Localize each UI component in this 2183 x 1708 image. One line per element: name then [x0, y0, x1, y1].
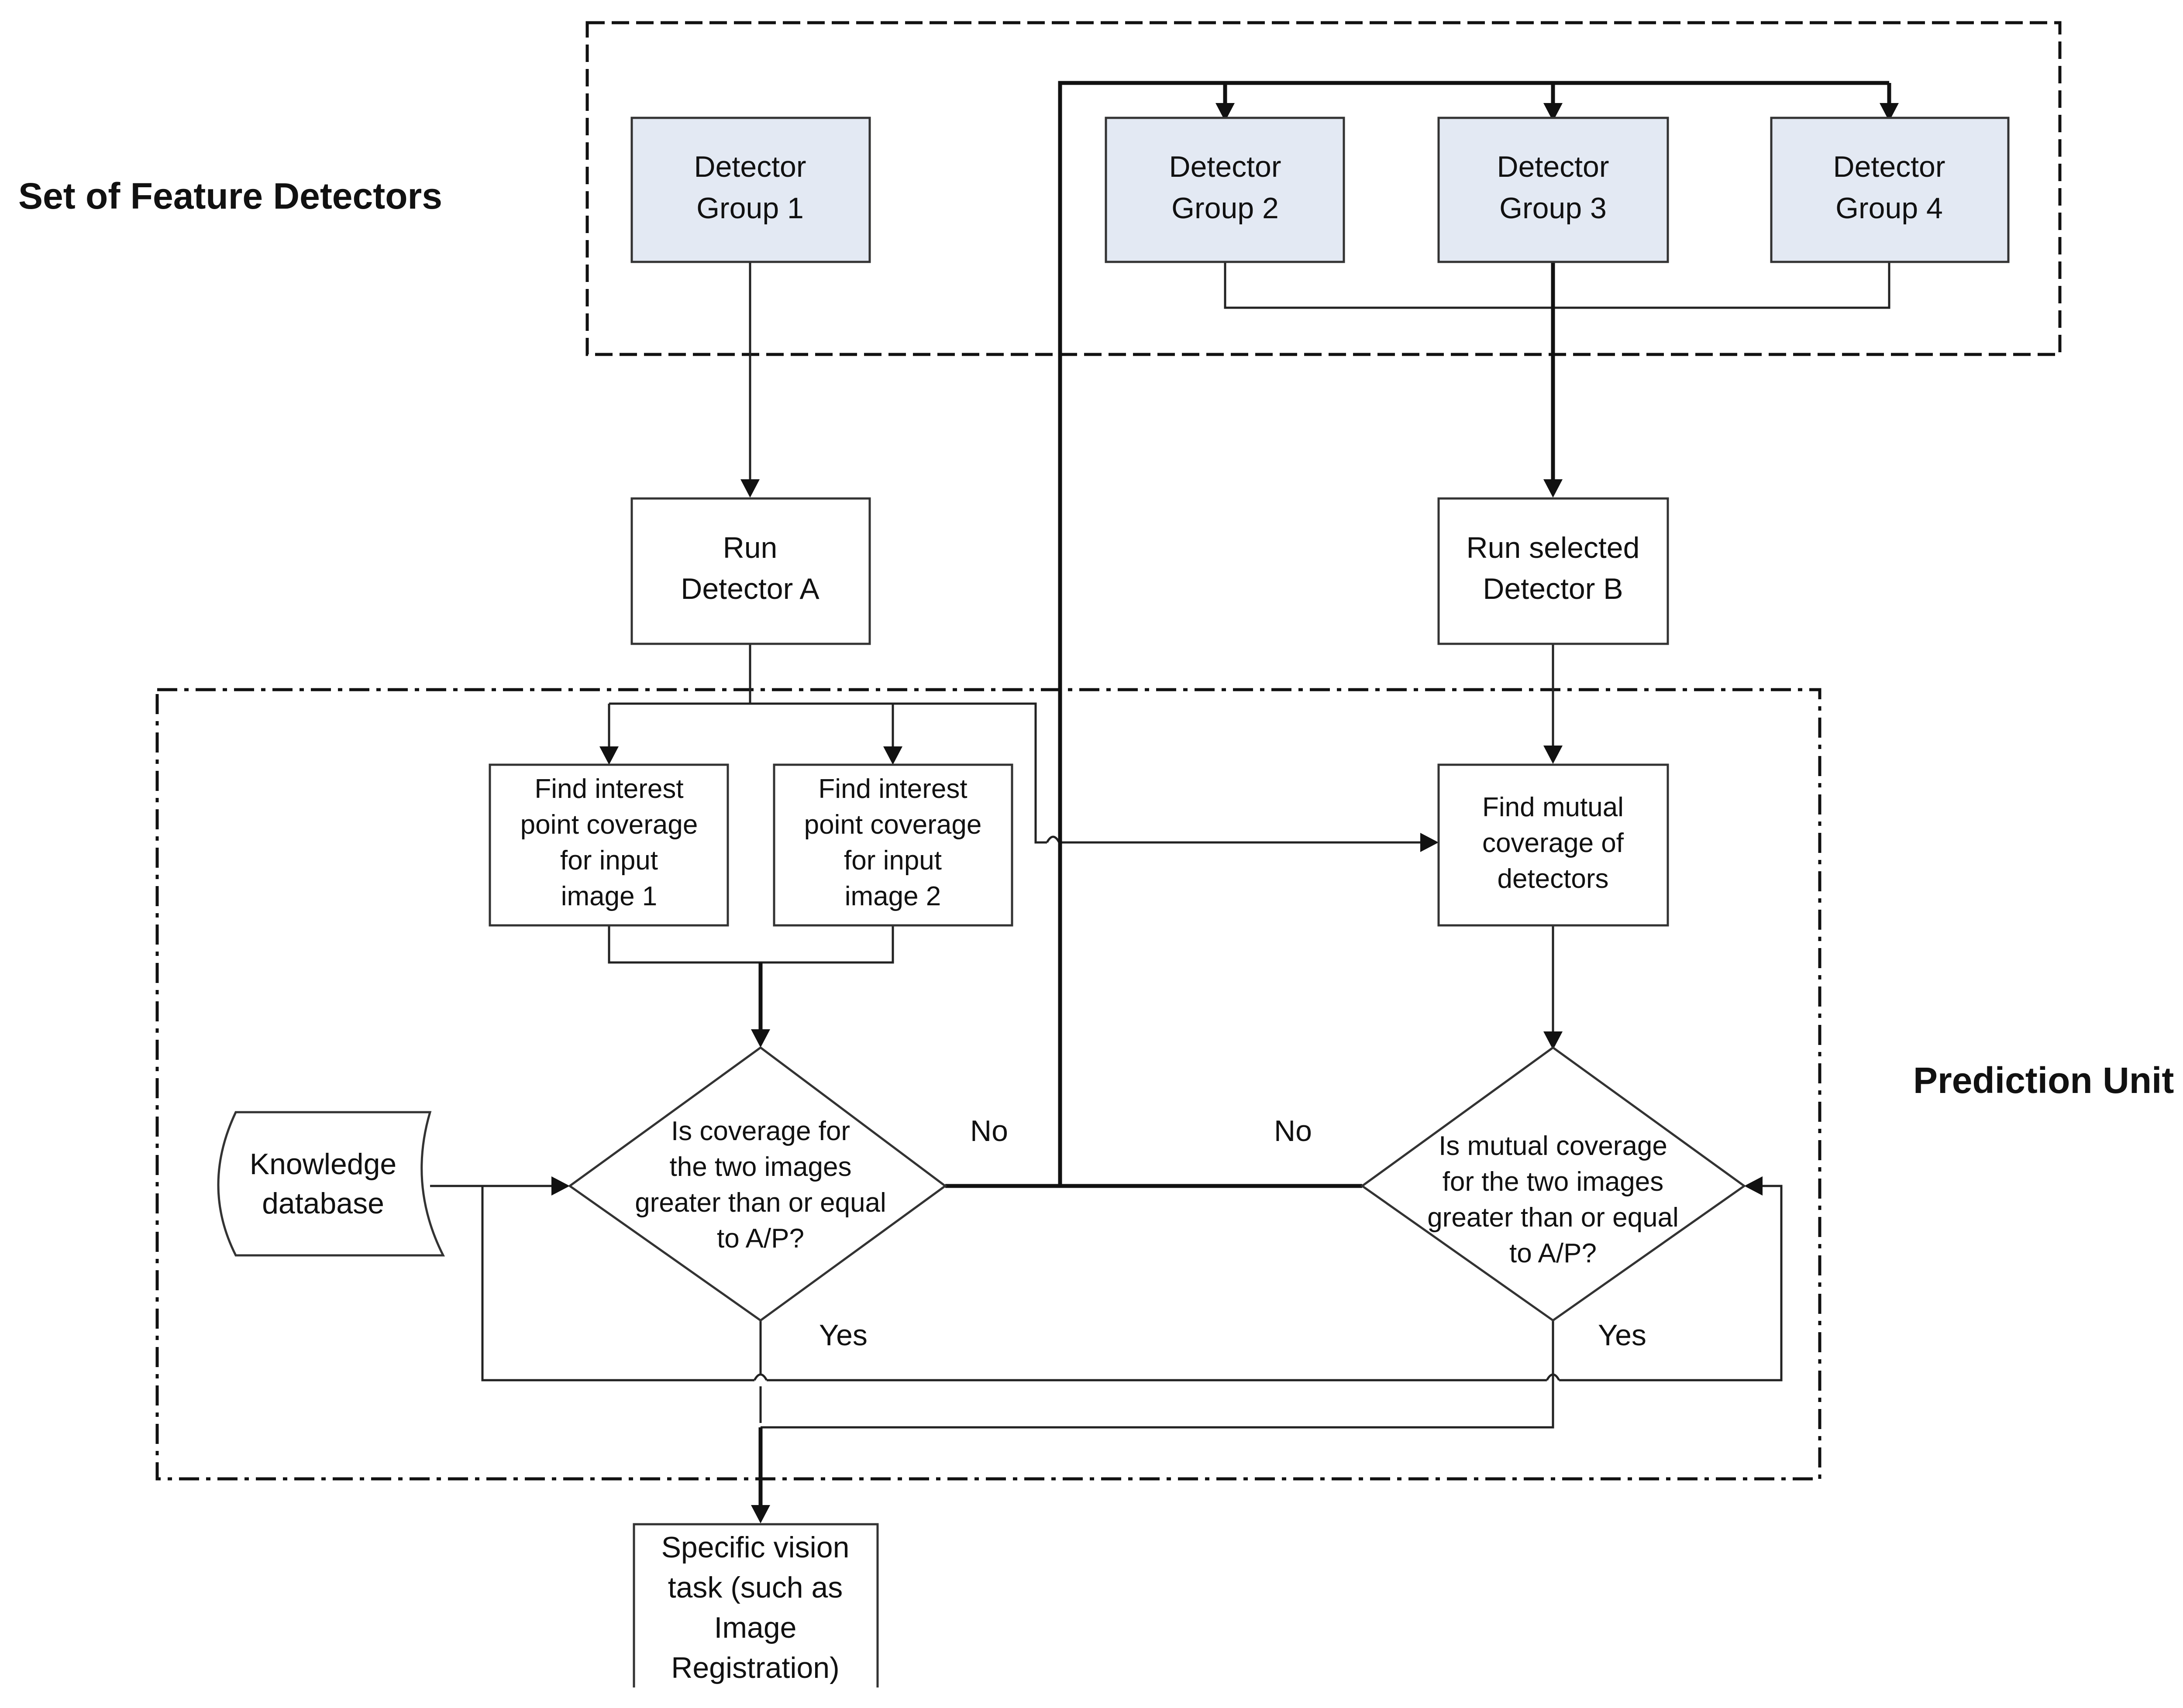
knowledge-line2: database [262, 1187, 384, 1220]
find2-line2: point coverage [804, 810, 982, 840]
detector-group-3-line1: Detector [1497, 150, 1609, 183]
mutual-line3: detectors [1497, 864, 1608, 894]
yes-label-right: Yes [1598, 1319, 1646, 1352]
mutual-line2: coverage of [1482, 828, 1624, 858]
decision-right-line4: to A/P? [1509, 1238, 1597, 1268]
find-coverage-image-2-box: Find interest point coverage for input i… [773, 763, 1013, 927]
find-mutual-coverage-box: Find mutual coverage of detectors [1437, 763, 1669, 927]
knowledge-line1: Knowledge [250, 1148, 396, 1181]
run-b-line2: Detector B [1483, 572, 1623, 605]
detector-group-3: Detector Group 3 [1437, 117, 1669, 263]
knowledge-database: Knowledge database [217, 1111, 445, 1257]
detector-group-4-line2: Group 4 [1835, 192, 1943, 225]
no-label-right: No [1274, 1114, 1312, 1148]
run-detector-b-box: Run selected Detector B [1437, 497, 1669, 645]
prediction-unit-title: Prediction Unit [1913, 1060, 2174, 1101]
detector-group-2-line1: Detector [1169, 150, 1281, 183]
prediction-unit-container [155, 688, 1821, 1481]
run-detector-a-box: Run Detector A [630, 497, 871, 645]
decision-mutual-coverage-diamond: Is mutual coverage for the two images gr… [1360, 1046, 1746, 1322]
no-label-left: No [970, 1114, 1008, 1148]
decision-right-line3: greater than or equal [1427, 1203, 1679, 1233]
yes-label-left: Yes [819, 1319, 868, 1352]
detector-group-4-line1: Detector [1833, 150, 1945, 183]
detector-group-4: Detector Group 4 [1770, 117, 2010, 263]
decision-left-line2: the two images [670, 1152, 852, 1182]
output-line2: task (such as [668, 1571, 843, 1604]
detector-group-1-line1: Detector [694, 150, 806, 183]
decision-right-line1: Is mutual coverage [1439, 1131, 1667, 1161]
thick-connectors [751, 81, 1899, 1523]
set-of-feature-detectors-title: Set of Feature Detectors [18, 175, 442, 217]
find-coverage-image-1-box: Find interest point coverage for input i… [489, 763, 729, 927]
output-line1: Specific vision [661, 1531, 850, 1564]
find1-line2: point coverage [520, 810, 698, 840]
find1-line4: image 1 [561, 881, 658, 911]
detector-group-1: Detector Group 1 [630, 117, 871, 263]
decision-right-line2: for the two images [1443, 1167, 1664, 1197]
find2-line3: for input [844, 845, 942, 876]
detector-group-2: Detector Group 2 [1105, 117, 1345, 263]
find2-line4: image 2 [845, 881, 941, 911]
decision-left-line1: Is coverage for [671, 1116, 850, 1146]
run-a-line2: Detector A [681, 572, 819, 605]
output-line3: Image [714, 1611, 797, 1644]
run-a-line1: Run [723, 531, 778, 564]
decision-left-line4: to A/P? [717, 1223, 804, 1254]
find2-line1: Find interest [818, 774, 967, 804]
mutual-line1: Find mutual [1482, 792, 1624, 822]
find1-line3: for input [560, 845, 658, 876]
run-b-line1: Run selected [1467, 531, 1640, 564]
find1-line1: Find interest [534, 774, 683, 804]
detector-group-1-line2: Group 1 [696, 192, 804, 225]
output-line4: Registration) [671, 1651, 840, 1684]
detector-group-2-line2: Group 2 [1171, 192, 1279, 225]
feature-detectors-container [585, 21, 2062, 356]
decision-left-line3: greater than or equal [635, 1188, 886, 1218]
specific-vision-task-box: Specific vision task (such as Image Regi… [633, 1523, 879, 1687]
connectors [430, 262, 1890, 1429]
decision-coverage-diamond: Is coverage for the two images greater t… [568, 1046, 947, 1322]
detector-group-3-line2: Group 3 [1499, 192, 1607, 225]
